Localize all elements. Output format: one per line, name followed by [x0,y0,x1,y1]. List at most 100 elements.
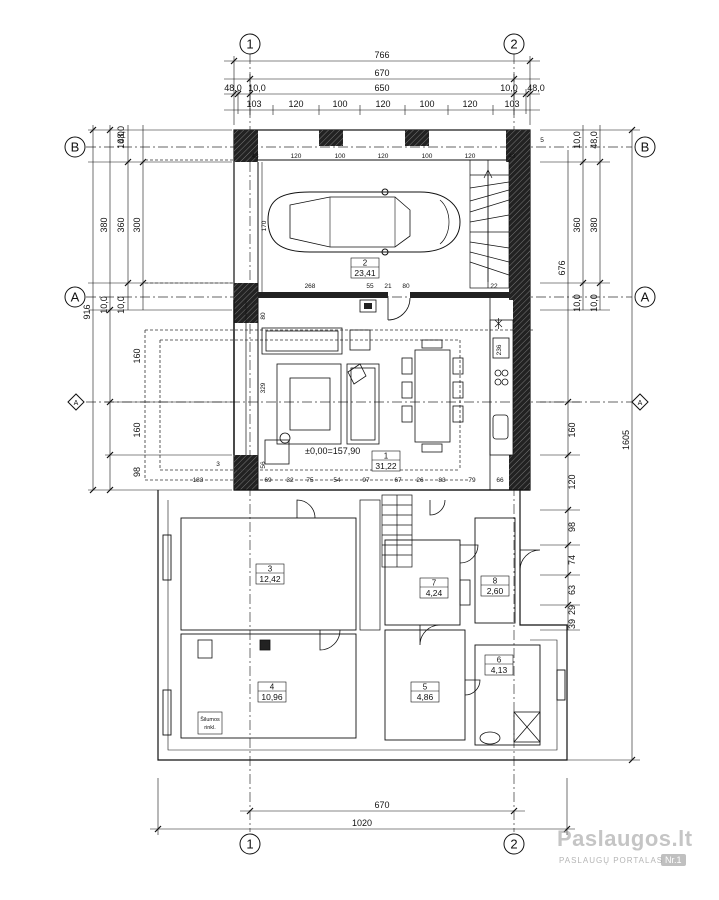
svg-text:4: 4 [270,683,275,692]
svg-text:6: 6 [497,656,502,665]
svg-text:10,0: 10,0 [572,294,582,312]
watermark-logo: Paslaugos.lt PASLAUGŲ PORTALAS Nr.1 [557,826,697,876]
room-label-8: 8 2,60 [480,575,510,597]
svg-text:120: 120 [288,99,303,109]
svg-text:120: 120 [291,153,302,160]
svg-text:103: 103 [504,99,519,109]
svg-text:48,0: 48,0 [224,83,242,93]
svg-text:100: 100 [422,153,433,160]
garage-opening-line [144,159,534,481]
svg-text:83: 83 [438,477,446,484]
bottom-dimension-labels: 670 1020 [352,800,390,828]
svg-text:10,0: 10,0 [572,131,582,149]
svg-text:Šilumos: Šilumos [200,716,220,723]
right-dimensions [540,125,640,764]
kitchen-counter [489,318,514,456]
svg-text:4,86: 4,86 [417,692,434,702]
svg-text:380: 380 [99,217,109,232]
section-marker-right: A [631,393,649,411]
svg-text:676: 676 [557,260,567,275]
axis-bubble-B-right: B [634,136,656,158]
room-label-5: 5 4,86 [410,681,440,703]
svg-text:rinkl.: rinkl. [204,725,216,731]
bathroom-fixtures [197,579,541,745]
top-dimensions [224,56,540,125]
svg-text:5: 5 [540,137,544,144]
svg-text:10,0: 10,0 [589,294,599,312]
room-label-3: 3 12,42 [255,563,285,585]
svg-text:66: 66 [496,477,504,484]
svg-text:26: 26 [416,477,424,484]
car-icon [267,188,461,256]
svg-text:100: 100 [335,153,346,160]
svg-text:29: 29 [567,605,577,615]
svg-text:329: 329 [260,382,267,393]
svg-text:7: 7 [432,579,437,588]
svg-text:80: 80 [260,312,267,320]
axis-bubble-2-bottom: 2 [503,833,525,855]
svg-text:2: 2 [363,259,368,268]
right-dimension-labels: 360 380 10,0 48,0 10,0 10,0 676 1605 160… [557,131,631,629]
lower-walls [157,490,568,761]
svg-text:1605: 1605 [621,430,631,450]
room-label-7: 7 4,24 [419,577,449,599]
svg-text:43: 43 [508,153,516,160]
axis-bubble-A-left: A [64,286,86,308]
svg-text:10,0: 10,0 [116,296,126,314]
svg-text:98: 98 [132,467,142,477]
svg-text:A: A [74,400,79,407]
svg-text:103: 103 [246,99,261,109]
svg-text:650: 650 [374,83,389,93]
svg-text:10,96: 10,96 [261,692,283,702]
svg-text:183: 183 [193,477,204,484]
grid-lines [86,54,636,832]
axis-bubble-1-bottom: 1 [239,833,261,855]
svg-text:69: 69 [264,477,272,484]
svg-text:3: 3 [268,565,273,574]
svg-text:10,0: 10,0 [116,131,126,149]
svg-text:98: 98 [567,522,577,532]
svg-text:1: 1 [246,37,253,52]
svg-text:5: 5 [423,683,428,692]
svg-text:23,41: 23,41 [354,268,376,278]
left-dimensions [88,125,232,494]
svg-text:4,13: 4,13 [491,665,508,675]
svg-text:A: A [641,290,650,305]
lower-doors [296,499,541,696]
svg-text:120: 120 [567,474,577,489]
svg-text:10,0: 10,0 [248,83,266,93]
axis-bubble-2-top: 2 [503,33,525,55]
svg-text:97: 97 [362,477,370,484]
svg-text:120: 120 [462,99,477,109]
boiler-label: Šilumos rinkl. [197,711,223,735]
svg-text:8: 8 [493,577,498,586]
svg-text:2: 2 [510,837,517,852]
svg-text:360: 360 [572,217,582,232]
svg-text:31,22: 31,22 [375,461,397,471]
room-label-2: 2 23,41 [350,257,380,279]
armchair-icon [264,363,367,465]
svg-text:360: 360 [116,217,126,232]
svg-text:12,42: 12,42 [259,574,281,584]
bottom-dimensions [150,778,575,835]
svg-text:160: 160 [567,422,577,437]
fireplace [359,299,377,313]
svg-text:39: 39 [567,619,577,629]
svg-text:3: 3 [216,461,220,468]
svg-text:916: 916 [82,304,92,319]
svg-text:1020: 1020 [352,818,372,828]
svg-text:10,0: 10,0 [500,83,518,93]
svg-text:160: 160 [132,348,142,363]
garage-walls [233,129,531,491]
svg-text:67: 67 [394,477,402,484]
svg-text:4,24: 4,24 [426,588,443,598]
garage-door [387,297,411,321]
svg-text:2,60: 2,60 [487,586,504,596]
svg-text:21: 21 [384,283,392,290]
watermark-title: Paslaugos.lt [557,826,693,851]
section-marker-left: A [67,393,85,411]
watermark-subtitle: PASLAUGŲ PORTALAS [559,856,664,865]
svg-text:100: 100 [332,99,347,109]
svg-text:74: 74 [567,555,577,565]
